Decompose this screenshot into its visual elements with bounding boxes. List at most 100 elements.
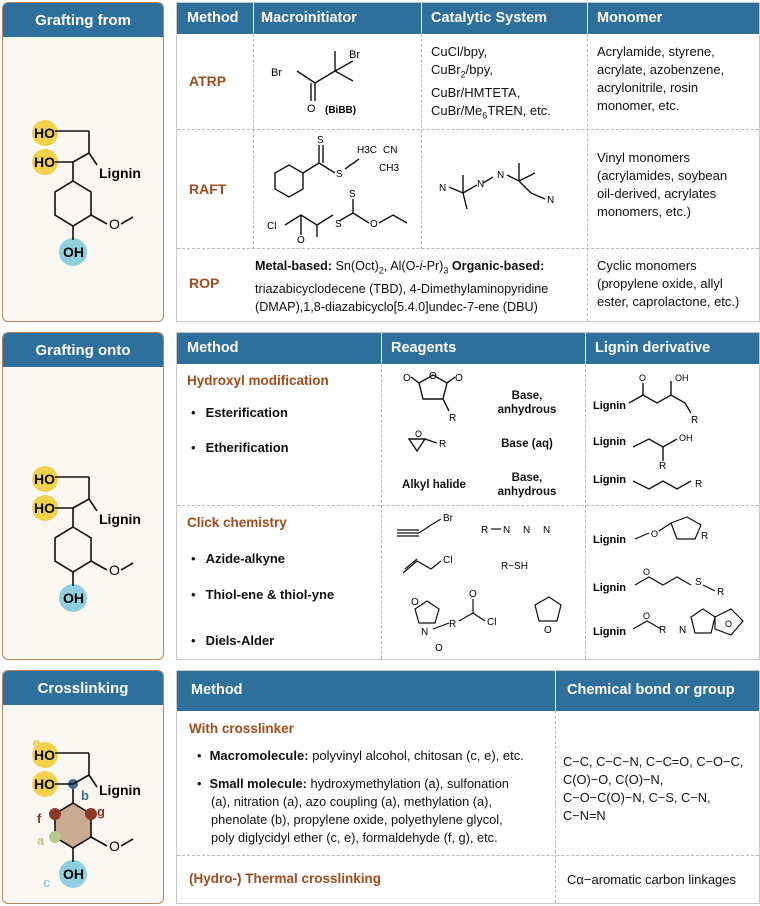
svg-text:a: a xyxy=(37,833,45,848)
svg-text:O: O xyxy=(370,219,378,230)
method-rop: ROP xyxy=(189,275,220,291)
oh-label: OH xyxy=(63,244,84,260)
lignin-structure-3: HO HO Lignin O OH e b f g a c xyxy=(32,735,141,890)
svg-text:OH: OH xyxy=(675,373,689,383)
grafting-from-panel: Grafting from HO HO Lignin O OH xyxy=(2,2,164,322)
raft-monomers: Vinyl monomers (acrylamides, soybean oil… xyxy=(597,150,728,219)
svg-text:OH: OH xyxy=(679,433,693,443)
svg-text:O: O xyxy=(643,611,650,621)
svg-text:R: R xyxy=(481,525,488,536)
raft-agent-structures: S S H3C CN CH3 Cl O S S O xyxy=(267,135,408,245)
bibb-label: (BiBB) xyxy=(325,105,356,116)
svg-text:Cl: Cl xyxy=(487,617,496,628)
svg-text:N: N xyxy=(547,195,554,206)
macromolecule-item: •Macromolecule: polyvinyl alcohol, chito… xyxy=(197,748,524,763)
svg-text:O: O xyxy=(725,619,732,629)
svg-text:OH: OH xyxy=(63,590,84,606)
svg-text:O: O xyxy=(455,373,463,384)
svg-text:R: R xyxy=(659,461,666,472)
svg-text:O: O xyxy=(109,838,120,854)
crosslinker-bonds: C−C, C−C−N, C−C=O, C−O−C, C(O)−O, C(O)−N… xyxy=(563,754,744,823)
svg-text:Lignin: Lignin xyxy=(593,534,626,546)
method-atrp: ATRP xyxy=(189,73,227,89)
svg-text:R: R xyxy=(717,587,724,598)
item-thiol-ene: Thiol-ene & thiol-yne xyxy=(191,587,335,602)
grafting-onto-panel: Grafting onto HO HO Lignin O OH xyxy=(2,332,164,660)
thermal-crosslinking-title: (Hydro-) Thermal crosslinking xyxy=(189,871,382,886)
hydroxyl-modification-title: Hydroxyl modification xyxy=(187,373,329,388)
svg-text:N: N xyxy=(439,183,446,194)
svg-text:R: R xyxy=(695,479,702,490)
svg-text:Lignin: Lignin xyxy=(99,782,141,798)
small-molecule-item: •Small molecule: hydroxymethylation (a),… xyxy=(197,776,509,845)
method-raft: RAFT xyxy=(189,181,227,197)
svg-text:c: c xyxy=(43,875,50,890)
svg-text:Lignin: Lignin xyxy=(593,474,626,486)
lignin-structure-1: HO HO Lignin O OH xyxy=(32,120,141,266)
reagent-alkyl-halide: Alkyl halide xyxy=(402,479,466,491)
table-header: Method Macroinitiator Catalytic System M… xyxy=(177,3,759,34)
grafting-onto-table: Method Reagents Lignin derivative Hydrox… xyxy=(176,332,760,660)
svg-text:N: N xyxy=(497,170,504,181)
svg-text:Lignin: Lignin xyxy=(593,582,626,594)
svg-text:e: e xyxy=(33,735,40,750)
svg-text:N: N xyxy=(679,625,686,636)
svg-text:R−SH: R−SH xyxy=(501,561,528,572)
svg-text:R: R xyxy=(659,625,666,636)
svg-text:HO: HO xyxy=(34,471,55,487)
svg-text:O: O xyxy=(435,643,443,654)
lignin-structure-2: HO HO Lignin O OH xyxy=(32,466,141,612)
svg-text:CH3: CH3 xyxy=(379,163,399,174)
svg-text:Lignin: Lignin xyxy=(593,436,626,448)
svg-text:Br: Br xyxy=(443,513,454,524)
svg-text:Br: Br xyxy=(349,49,360,61)
grafting-from-title: Grafting from xyxy=(3,3,163,37)
click-chemistry-title: Click chemistry xyxy=(187,515,287,530)
svg-text:HO: HO xyxy=(34,776,55,792)
item-esterification: Esterification xyxy=(191,405,288,420)
svg-text:Lignin: Lignin xyxy=(99,511,141,527)
svg-text:O: O xyxy=(469,589,477,600)
item-diels-alder: Diels-Alder xyxy=(191,633,275,648)
svg-text:S: S xyxy=(349,189,356,200)
svg-text:O: O xyxy=(109,562,120,578)
bibb-structure: Br Br O (BiBB) xyxy=(271,49,360,116)
item-azide-alkyne: Azide-alkyne xyxy=(191,551,285,566)
svg-text:O: O xyxy=(297,235,305,245)
svg-text:O: O xyxy=(639,373,646,383)
svg-text:O: O xyxy=(109,216,120,232)
svg-text:S: S xyxy=(317,135,324,146)
svg-text:HO: HO xyxy=(34,747,55,763)
svg-text:S: S xyxy=(335,219,342,230)
atrp-catalysts: CuCl/bpy, CuBr2/bpy, CuBr/HMTETA, CuBr/M… xyxy=(431,44,551,121)
svg-text:R: R xyxy=(449,413,456,424)
ho-label: HO xyxy=(34,154,55,170)
svg-text:b: b xyxy=(81,788,89,803)
table-header: Method Chemical bond or group xyxy=(177,671,759,711)
svg-text:O: O xyxy=(403,373,411,384)
click-reagent-structures: Br R N N N Cl R−SH N R O Cl O O O xyxy=(397,513,562,654)
crosslinking-panel: Crosslinking HO HO Lignin O OH e b f g a… xyxy=(2,670,164,904)
svg-text:S: S xyxy=(336,169,343,180)
svg-text:R: R xyxy=(439,439,446,450)
svg-text:CN: CN xyxy=(383,145,397,156)
svg-text:OH: OH xyxy=(63,866,84,882)
with-crosslinker-title: With crosslinker xyxy=(189,721,294,736)
rop-catalysts: Metal-based: Sn(Oct)2, Al(O-i-Pr)3 Organ… xyxy=(255,259,549,314)
svg-text:O: O xyxy=(307,103,316,115)
svg-text:O: O xyxy=(415,429,422,439)
svg-text:N: N xyxy=(503,525,510,536)
svg-text:R: R xyxy=(701,531,708,542)
condition-base-anhydrous: Base,anhydrous xyxy=(497,390,557,416)
svg-text:S: S xyxy=(695,577,702,588)
svg-text:N: N xyxy=(523,525,530,536)
atrp-monomers: Acrylamide, styrene, acrylate, azobenzen… xyxy=(597,44,725,113)
svg-text:N: N xyxy=(421,627,428,638)
svg-text:O: O xyxy=(544,625,552,636)
svg-text:R: R xyxy=(449,619,456,630)
lignin-label: Lignin xyxy=(99,165,141,181)
svg-text:Br: Br xyxy=(271,67,282,79)
svg-text:HO: HO xyxy=(34,500,55,516)
hydroxyl-derivative-structures: Lignin O OH R Lignin OH R Lignin R xyxy=(593,373,702,490)
thermal-bond: Cα−aromatic carbon linkages xyxy=(567,872,737,887)
